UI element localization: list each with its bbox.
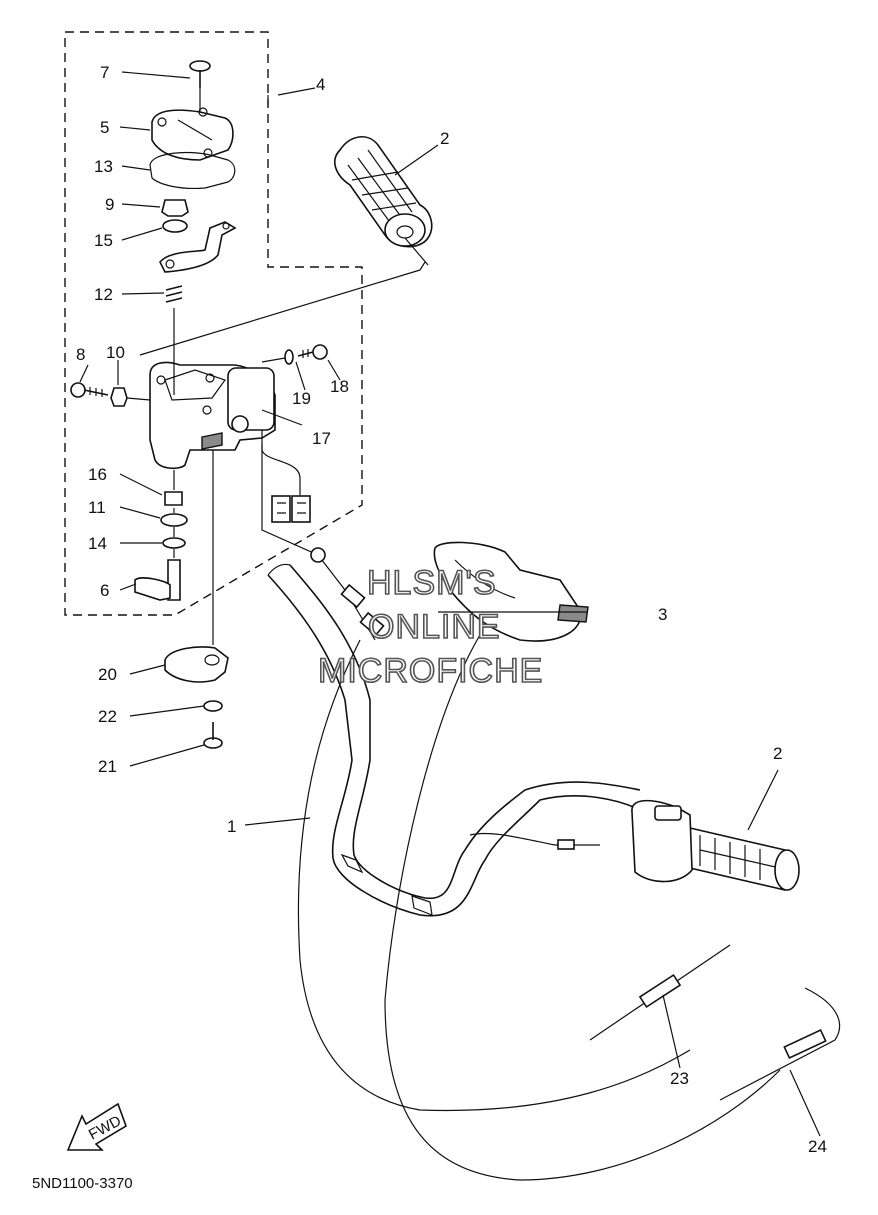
callout-24: 24: [808, 1137, 827, 1156]
wire-clip-2: [359, 611, 385, 637]
screw-18-axis: [261, 357, 286, 363]
callout-19: 19: [292, 389, 311, 408]
switch-wire: [261, 445, 376, 641]
switch-cover[interactable]: [151, 107, 234, 161]
callout-4: 4: [316, 75, 325, 94]
callout-12: 12: [94, 285, 113, 304]
screw-7[interactable]: [189, 60, 211, 88]
right-switch-housing[interactable]: [433, 541, 589, 642]
throttle-cable[interactable]: [297, 639, 731, 1112]
clamp-hole: [204, 654, 220, 666]
callout-11: 11: [88, 498, 106, 517]
handlebar[interactable]: [267, 563, 641, 917]
callout-2-lower: 2: [773, 744, 782, 763]
screw-8[interactable]: [70, 382, 109, 398]
callout-21: 21: [98, 757, 117, 776]
left-switch-body[interactable]: [149, 361, 276, 470]
leader-lines: [79, 71, 821, 1137]
callout-17: 17: [312, 429, 331, 448]
callout-9: 9: [105, 195, 114, 214]
assembly-boundary: [64, 31, 363, 616]
watermark-line2: ONLINE: [368, 608, 501, 646]
brake-cable[interactable]: [384, 634, 841, 1181]
diagram-code: 5ND1100-3370: [32, 1175, 133, 1192]
callout-22: 22: [98, 707, 117, 726]
callout-7: 7: [100, 63, 109, 82]
washer-19[interactable]: [284, 349, 294, 365]
shaft-6[interactable]: [134, 559, 181, 601]
collar-16[interactable]: [164, 491, 183, 506]
fwd-arrow: FWD: [66, 1102, 127, 1151]
cover-gasket[interactable]: [149, 151, 236, 190]
bolt-21[interactable]: [203, 722, 223, 749]
watermark-line1: HLSM'S: [367, 564, 497, 602]
callout-13: 13: [94, 157, 113, 176]
screw-8-axis: [126, 397, 151, 401]
callout-18: 18: [330, 377, 349, 396]
wire-clip: [340, 583, 366, 609]
nut-9[interactable]: [161, 199, 189, 217]
spring-12[interactable]: [165, 285, 183, 303]
callout-1: 1: [227, 817, 236, 836]
callout-23: 23: [670, 1069, 689, 1088]
callout-15: 15: [94, 231, 113, 250]
callout-6: 6: [100, 581, 109, 600]
wire-plug: [310, 547, 326, 563]
oring-14[interactable]: [162, 537, 186, 549]
wire-connector: [261, 430, 311, 523]
bracket-15[interactable]: [159, 221, 237, 273]
washer-15[interactable]: [162, 219, 188, 233]
callout-10: 10: [106, 343, 125, 362]
callout-16: 16: [88, 465, 107, 484]
throttle-housing[interactable]: [631, 799, 693, 883]
bracket-hole: [165, 259, 175, 269]
nut-10[interactable]: [110, 387, 128, 407]
callout-2-upper: 2: [440, 129, 449, 148]
washer-11[interactable]: [160, 513, 188, 527]
right-grip[interactable]: [689, 826, 800, 891]
watermark-line3: MICROFICHE: [318, 652, 543, 690]
callout-20: 20: [98, 665, 117, 684]
callout-14: 14: [88, 534, 107, 553]
watermark: HLSM'S ONLINE MICROFICHE: [317, 563, 543, 691]
clamp-20[interactable]: [164, 646, 229, 683]
screw-18[interactable]: [297, 344, 328, 360]
callout-8: 8: [76, 345, 85, 364]
left-grip[interactable]: [334, 136, 433, 248]
callout-3: 3: [658, 605, 667, 624]
callout-5: 5: [100, 118, 109, 137]
washer-22[interactable]: [203, 700, 223, 712]
bracket-hole-2: [222, 222, 230, 230]
